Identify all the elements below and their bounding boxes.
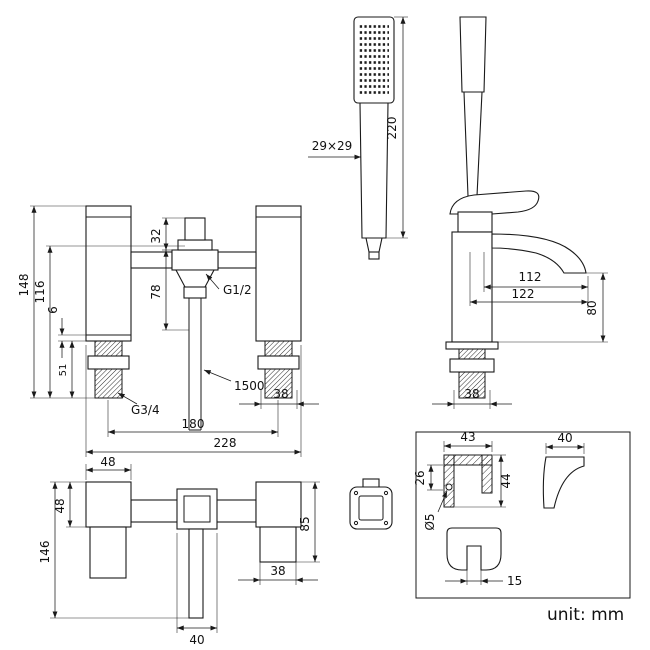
dim-valve-depth: 85 xyxy=(298,516,312,531)
dim-overall-depth: 146 xyxy=(38,541,52,564)
hose-outlet-top xyxy=(188,528,204,619)
locknut-side xyxy=(449,358,495,373)
left-body-top xyxy=(85,481,132,528)
dim-spout-height: 80 xyxy=(585,300,599,315)
mixer-front-view: 148 116 6 51 32 78 G1/2 1500 G3/4 xyxy=(17,205,319,457)
dim-top-shank-width: 38 xyxy=(270,564,285,578)
dim-slot-width: 15 xyxy=(507,574,522,588)
dim-handset-length: 220 xyxy=(385,117,399,140)
diverter-housing xyxy=(171,249,219,271)
label-hole-diameter: Ø5 xyxy=(423,513,437,530)
handset-head-side xyxy=(459,16,487,93)
label-hose-thread: G1/2 xyxy=(223,283,252,297)
dim-spout-width: 40 xyxy=(189,633,204,647)
dim-spout-reach: 112 xyxy=(519,270,542,284)
right-body-top xyxy=(255,481,302,528)
diverter-collar xyxy=(177,239,213,251)
tap-side-view: 112 122 80 38 xyxy=(432,190,608,409)
bracket-back-plate xyxy=(443,454,455,508)
right-locknut xyxy=(257,355,300,370)
detail-border xyxy=(415,431,631,599)
handset-front-view: 29×29 220 xyxy=(308,16,408,260)
dim-bracket-height: 44 xyxy=(499,473,513,488)
dim-shank-length: 51 xyxy=(58,364,69,377)
dim-bracket-inner-height: 26 xyxy=(413,470,427,485)
left-shank-top xyxy=(89,526,127,579)
left-locknut xyxy=(87,355,130,370)
hose-nut xyxy=(183,286,207,299)
dim-gap: 6 xyxy=(46,306,60,314)
bracket-detail-box: 43 26 44 Ø5 40 15 xyxy=(413,430,631,599)
dim-overall-height: 148 xyxy=(17,274,31,297)
diverter-knob xyxy=(184,217,206,241)
mounting-hole xyxy=(445,483,453,491)
dim-handset-section: 29×29 xyxy=(312,139,353,153)
head-section-view xyxy=(349,478,393,530)
dim-bracket-width: 43 xyxy=(460,430,475,444)
head-outline xyxy=(349,486,393,530)
dim-body-width: 48 xyxy=(100,455,115,469)
bracket-hook-leg xyxy=(481,454,493,494)
dim-overall-reach: 122 xyxy=(512,287,535,301)
left-valve-body xyxy=(85,205,132,342)
right-shank-top xyxy=(259,526,297,563)
handset-nipple xyxy=(368,251,380,260)
diverter-top xyxy=(176,488,218,530)
head-inner xyxy=(358,495,384,521)
dim-body-height: 116 xyxy=(33,281,47,304)
handset-connector xyxy=(365,237,383,253)
right-valve-body xyxy=(255,205,302,342)
label-hose-length: 1500 xyxy=(234,379,265,393)
lever-handle-side xyxy=(449,190,540,215)
dim-inlet-centres: 180 xyxy=(182,417,205,431)
dim-side-shank-width: 38 xyxy=(464,387,479,401)
diverter-top-inner xyxy=(183,495,211,523)
mixer-top-view: 48 48 146 85 38 40 xyxy=(38,455,320,647)
handset-handle xyxy=(359,102,389,239)
dim-bracket-depth: 40 xyxy=(557,431,572,445)
spray-face-dots xyxy=(359,24,389,96)
bracket-bottom-view xyxy=(446,527,502,571)
handle-neck xyxy=(457,211,493,233)
dim-front-shank-width: 38 xyxy=(273,387,288,401)
dim-cartridge-height: 32 xyxy=(149,228,163,243)
dim-outlet-drop: 78 xyxy=(149,284,163,299)
unit-note: unit: mm xyxy=(547,605,624,625)
label-inlet-thread: G3/4 xyxy=(131,403,160,417)
right-connecting-pipe xyxy=(217,251,257,269)
deck-flange-side xyxy=(445,341,499,350)
bracket-side-profile xyxy=(542,456,585,509)
dim-overall-width: 228 xyxy=(214,436,237,450)
threaded-shank-side xyxy=(458,348,486,399)
